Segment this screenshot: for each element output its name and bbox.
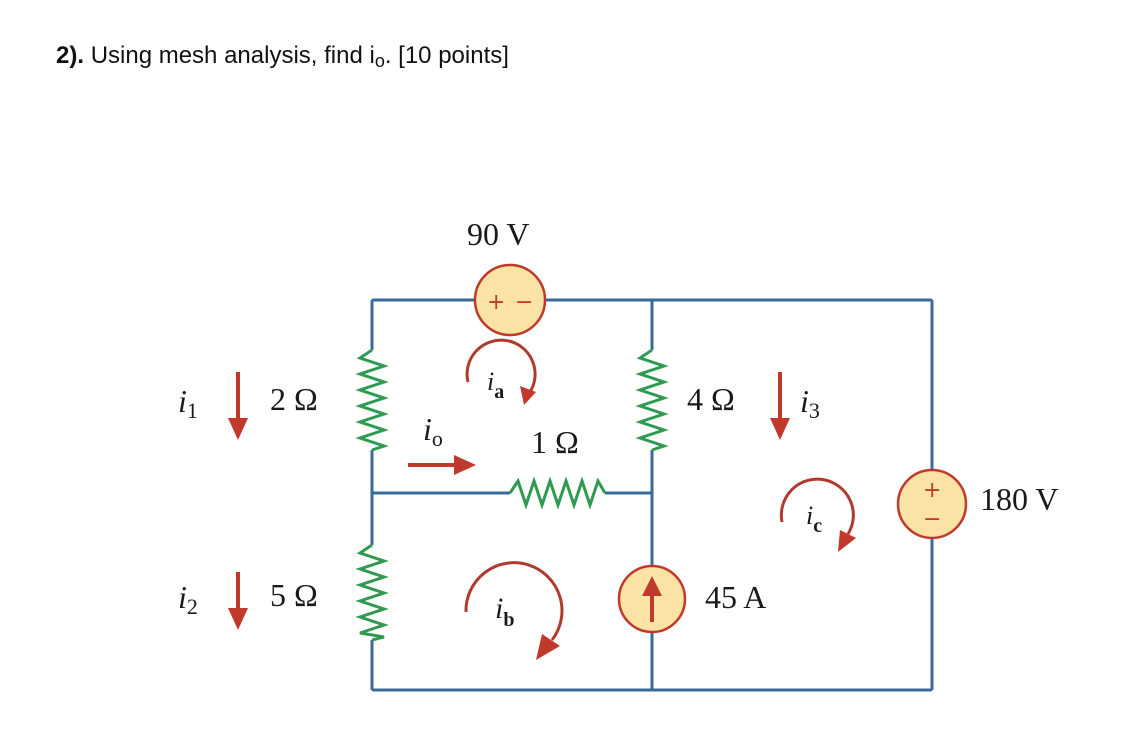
mesh-ib	[464, 561, 564, 660]
mesh-ib-label: ib	[495, 592, 514, 631]
arrow-i2	[228, 572, 248, 630]
current-i2-label: i2	[178, 579, 198, 619]
question-number: 2).	[56, 42, 85, 69]
current-i3-main: i	[800, 383, 809, 419]
mesh-ic-sub: c	[813, 515, 822, 537]
question-suffix: . [10 points]	[384, 42, 509, 69]
mesh-ia-label: ia	[487, 367, 504, 403]
voltage-source-180v-label: 180 V	[980, 481, 1059, 517]
resistor-5ohm-label: 5 Ω	[270, 577, 318, 613]
current-io-main: i	[423, 411, 432, 447]
mesh-ic-label: ic	[806, 501, 822, 537]
current-i3-sub: 3	[809, 398, 820, 423]
arrow-i1-head	[228, 418, 248, 440]
arrow-io-head	[454, 455, 476, 475]
current-i2-sub: 2	[187, 594, 198, 619]
current-io-sub: o	[432, 426, 443, 451]
resistor-1ohm-label: 1 Ω	[531, 424, 579, 460]
mesh-ia-main: i	[487, 367, 494, 396]
voltage-source-180v: + −	[896, 468, 968, 540]
voltage-source-90v-plus: +	[487, 290, 505, 315]
mesh-ib-main: i	[495, 592, 503, 625]
question-text: 2). Using mesh analysis, find io. [10 po…	[56, 42, 509, 72]
voltage-source-90v-body	[473, 263, 547, 337]
resistor-2ohm-label: 2 Ω	[270, 381, 318, 417]
current-source-label: 45 A	[705, 579, 766, 615]
voltage-source-180v-minus: −	[923, 507, 941, 532]
voltage-source-90v-label: 90 V	[467, 216, 530, 252]
mesh-ib-arc	[464, 561, 564, 641]
question-subscript: o	[374, 51, 385, 71]
voltage-source-90v: + −	[473, 263, 547, 337]
current-source-45a	[617, 564, 687, 634]
mesh-ia-arc	[465, 338, 537, 393]
resistor-1ohm	[508, 476, 607, 510]
current-i1-main: i	[178, 383, 187, 419]
current-io-label: io	[423, 411, 443, 451]
voltage-source-90v-minus: −	[515, 290, 533, 315]
arrow-i1	[228, 372, 248, 440]
mesh-ic-main: i	[806, 501, 813, 530]
current-i1-label: i1	[178, 383, 198, 423]
arrow-i2-head	[228, 608, 248, 630]
current-source-arrow-head	[642, 576, 662, 596]
resistor-4ohm-label: 4 Ω	[687, 381, 735, 417]
current-i3-label: i3	[800, 383, 820, 423]
mesh-ib-sub: b	[503, 609, 514, 631]
arrow-io	[408, 455, 476, 475]
mesh-ia-arrowhead	[520, 386, 536, 405]
mesh-ia	[465, 338, 537, 405]
mesh-ia-sub: a	[494, 381, 504, 403]
wires	[370, 298, 934, 692]
voltage-source-180v-body	[896, 468, 968, 540]
mesh-ib-arrowhead	[536, 634, 560, 660]
voltage-source-180v-plus: +	[923, 478, 941, 503]
arrow-i3	[770, 372, 790, 440]
resistor-2ohm	[355, 348, 389, 452]
mesh-ic-arc	[779, 477, 855, 535]
mesh-ic-arrowhead	[838, 530, 856, 552]
current-i2-main: i	[178, 579, 187, 615]
question-body: Using mesh analysis, find i	[90, 42, 375, 69]
arrow-i3-head	[770, 418, 790, 440]
resistor-4ohm	[635, 348, 669, 452]
current-i1-sub: 1	[187, 398, 198, 423]
resistor-5ohm	[355, 543, 389, 642]
mesh-ic	[779, 477, 856, 552]
